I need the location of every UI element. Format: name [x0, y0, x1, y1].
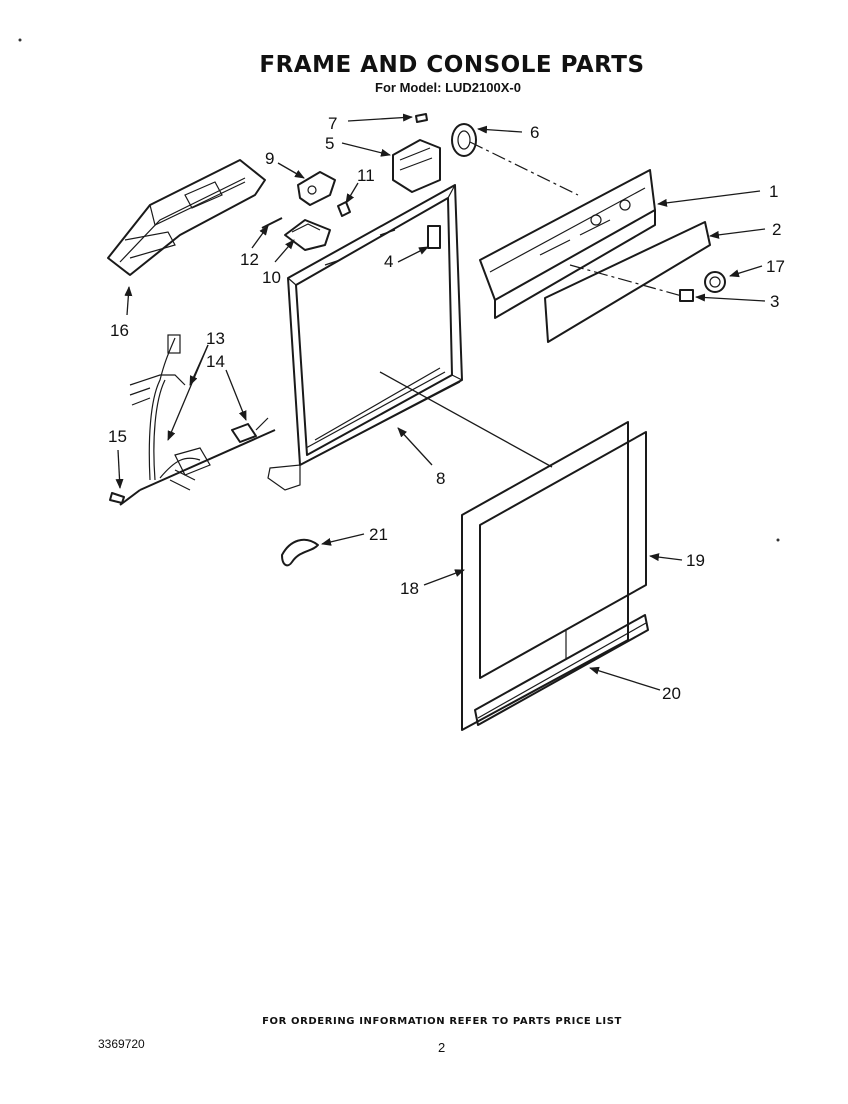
callout-1: 1 [769, 182, 778, 201]
part-15-screw [109, 492, 125, 504]
callout-leaders [115, 113, 766, 691]
alignment-line [379, 371, 553, 468]
callout-19: 19 [686, 551, 705, 570]
document-number: 3369720 [98, 1037, 145, 1051]
callout-9: 9 [265, 149, 274, 168]
callout-6: 6 [530, 123, 539, 142]
callout-2: 2 [772, 220, 781, 239]
part-9-switch [297, 171, 336, 206]
part-10-holder [284, 219, 331, 251]
part-8-door-frame [267, 184, 463, 491]
part-17-knob [704, 271, 726, 293]
callout-5: 5 [325, 134, 334, 153]
alignment-line [469, 141, 579, 196]
ordering-information-note: FOR ORDERING INFORMATION REFER TO PARTS … [262, 1016, 622, 1027]
speck-mark [776, 538, 780, 542]
callout-numbers: 1 2 3 4 5 6 7 8 9 10 11 12 13 14 15 16 1… [108, 114, 785, 703]
speck-mark [18, 38, 22, 42]
part-6-motor [451, 123, 477, 157]
callout-14: 14 [206, 352, 225, 371]
part-16-bracket [107, 159, 266, 276]
callout-8: 8 [436, 469, 445, 488]
callout-16: 16 [110, 321, 129, 340]
callout-3: 3 [770, 292, 779, 311]
part-14-connector [231, 417, 269, 443]
part-5-timer [392, 139, 441, 193]
part-20-trim-strip [474, 614, 649, 726]
part-13-wire-harness [119, 334, 276, 506]
callout-11: 11 [357, 166, 375, 185]
callout-4: 4 [384, 252, 393, 271]
part-7-screw [415, 113, 428, 123]
part-18-door-panel-back [461, 421, 629, 731]
alignment-line [569, 264, 683, 297]
part-12-pin [261, 217, 283, 229]
callout-12: 12 [240, 250, 259, 269]
callout-13: 13 [206, 329, 225, 348]
part-4-latch [427, 225, 441, 249]
callout-21: 21 [369, 525, 388, 544]
part-3-button [679, 289, 694, 302]
part-21-clip [281, 538, 319, 567]
callout-20: 20 [662, 684, 681, 703]
part-19-door-panel-front [479, 431, 647, 679]
callout-10: 10 [262, 268, 281, 287]
page-number: 2 [438, 1040, 446, 1055]
model-subtitle: For Model: LUD2100X-0 [375, 80, 521, 95]
callout-7: 7 [328, 114, 337, 133]
part-1-console [479, 169, 656, 319]
part-2-control-panel [544, 221, 711, 343]
page-title: FRAME AND CONSOLE PARTS [259, 52, 645, 78]
callout-18: 18 [400, 579, 419, 598]
callout-15: 15 [108, 427, 127, 446]
part-11-knob [337, 201, 351, 217]
callout-17: 17 [766, 257, 785, 276]
